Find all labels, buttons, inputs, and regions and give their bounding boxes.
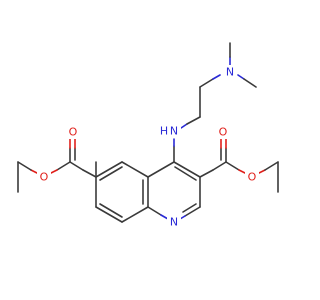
bonds — [17, 42, 279, 223]
bond-c7-c8-inner — [99, 203, 123, 218]
amine-n-label: N — [170, 125, 178, 138]
bond-c2-n1-inner — [182, 203, 197, 213]
bond-c5-c6 — [95, 161, 123, 178]
amine-n-bg — [167, 124, 181, 138]
bond-c8a-n1 — [147, 206, 162, 216]
bond-c4-c3 — [173, 161, 201, 178]
bond-c3-carbonyl-2 — [212, 161, 227, 171]
bond-c4-c3-inner — [174, 166, 197, 181]
bond-c3-co-o2-o — [238, 169, 246, 174]
bond-c8a-n1-n — [160, 214, 169, 220]
bond-c8-c8a — [121, 206, 149, 223]
bond-c6-co-o2-o — [50, 169, 58, 174]
bond-c5-c6-inner — [99, 166, 123, 181]
bond-c2-c3 — [199, 78, 214, 88]
ester6-carbonyl-o-label: O — [69, 126, 78, 139]
bond-c6-co-o2 — [56, 161, 71, 171]
structure-canvas: N H N N O O O O — [17, 42, 279, 229]
bond-o2-ethyl — [264, 161, 279, 171]
quinoline-n-label: N — [170, 216, 178, 229]
bond-n-me2-n — [237, 74, 245, 80]
bond-c2-n1 — [184, 206, 201, 217]
bond-nh-c1-n — [180, 123, 188, 129]
atom-labels: N H N N O O O O — [37, 65, 259, 229]
dimethyl-n-label: N — [226, 66, 234, 79]
bond-c6-carbonyl-2 — [69, 161, 84, 171]
ester3-carbonyl-o-label: O — [219, 126, 228, 139]
bond-o2-ethyl-left-o — [30, 169, 38, 174]
molecule-diagram: N H N N O O O O — [17, 42, 279, 229]
ester3-ether-o-bg — [245, 170, 259, 184]
bond-nh-c1 — [186, 116, 201, 125]
quinoline-n-bg — [167, 215, 181, 229]
ester3-carbonyl-o-bg — [216, 125, 230, 139]
bond-n-me2 — [243, 78, 257, 88]
bond-o2-ethyl-o — [258, 169, 266, 174]
amine-h-label: H — [160, 125, 168, 138]
ester6-ether-o-label: O — [40, 171, 49, 184]
dimethyl-n-bg — [223, 65, 237, 79]
bond-c3-nme2-n — [212, 74, 221, 80]
bond-c6-carbonyl — [82, 169, 97, 178]
bond-c3-carbonyl — [199, 169, 214, 178]
bond-c3-co-o2 — [225, 161, 240, 171]
bond-c4a-c5 — [121, 161, 149, 178]
bond-c4a-c4 — [147, 161, 175, 178]
ester6-ether-o-bg — [37, 170, 51, 184]
bond-c7-c8 — [95, 206, 123, 223]
bond-o2-ethyl-left — [17, 161, 32, 171]
ester3-ether-o-label: O — [248, 171, 257, 184]
ester6-carbonyl-o-bg — [66, 125, 80, 139]
